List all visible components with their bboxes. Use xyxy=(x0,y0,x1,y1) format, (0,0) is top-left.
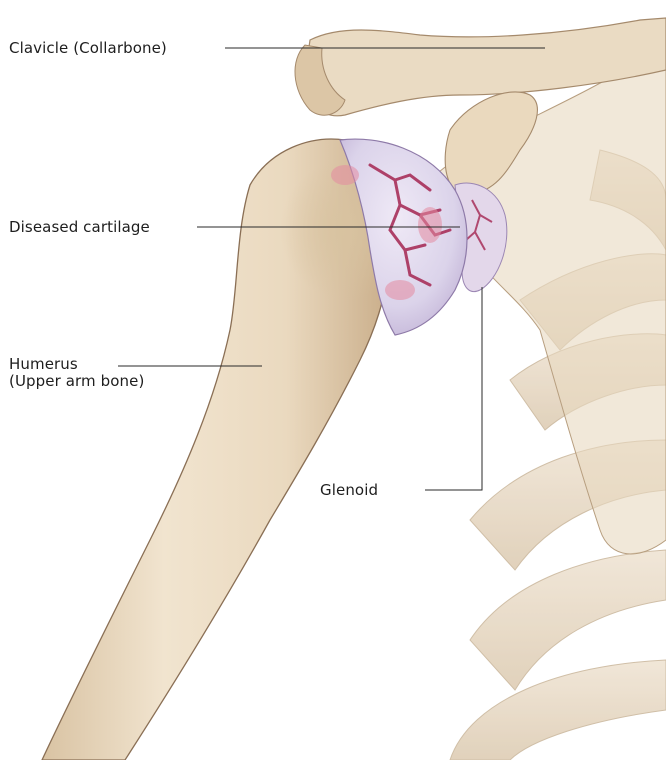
label-diseased-cartilage: Diseased cartilage xyxy=(9,219,150,236)
label-humerus-line1: Humerus xyxy=(9,355,78,373)
label-glenoid: Glenoid xyxy=(320,482,378,499)
rib-6 xyxy=(450,660,666,760)
label-clavicle: Clavicle (Collarbone) xyxy=(9,40,167,57)
glenoid-leader xyxy=(425,287,482,490)
label-humerus: Humerus (Upper arm bone) xyxy=(9,356,144,390)
label-humerus-line2: (Upper arm bone) xyxy=(9,373,144,390)
